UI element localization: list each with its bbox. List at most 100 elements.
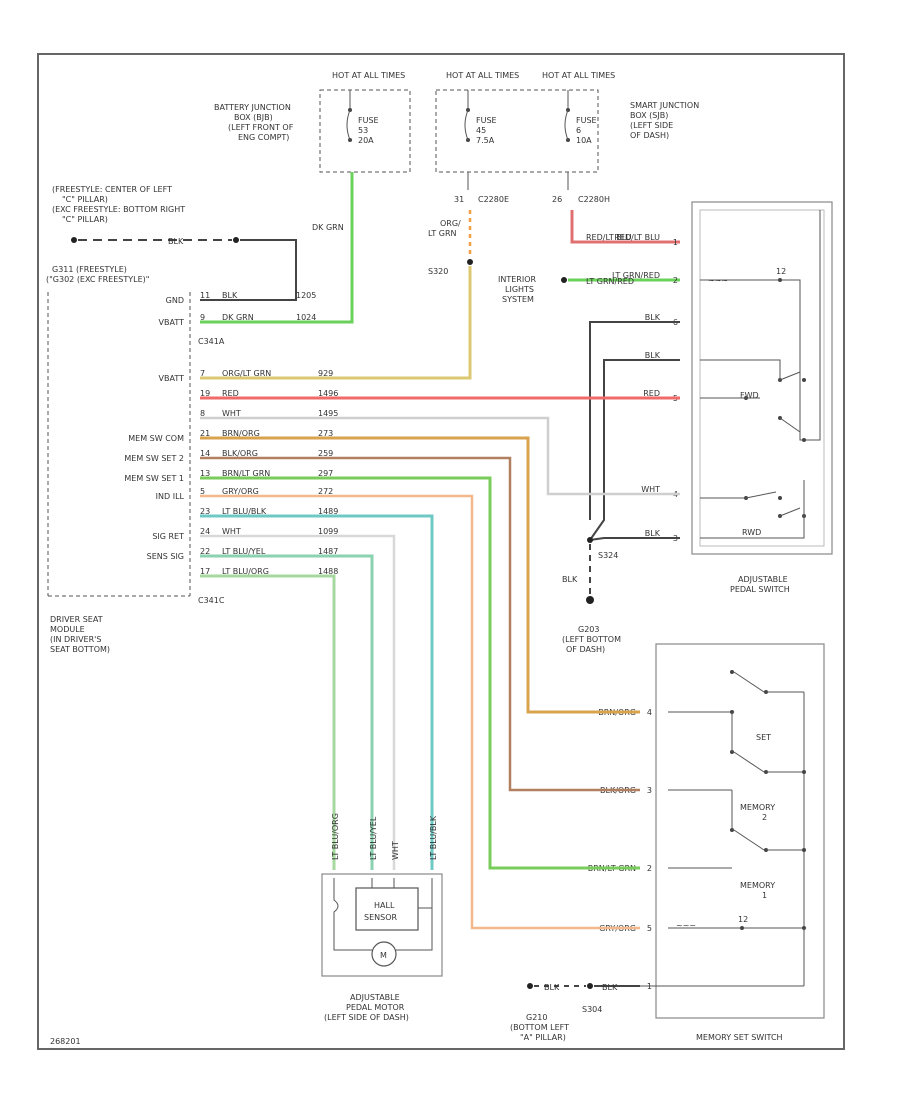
module-pin-label: MEM SW SET 1 [124,474,184,483]
module-ground-conn-1: G311 (FREESTYLE) [52,265,127,274]
smart-junction-box: HOT AT ALL TIMES HOT AT ALL TIMES FUSE 4… [435,71,699,204]
g203-label-2: (LEFT BOTTOM [562,635,621,644]
pedal-pin-color: WHT [641,485,660,494]
module-name-2: MODULE [50,625,85,634]
pedal-pin-color: LT GRN/RED [612,271,660,280]
g210-label-1: G210 [526,1013,547,1022]
pedal-switch-name-2: PEDAL SWITCH [730,585,790,594]
module-pin-color: BRN/ORG [222,429,260,438]
adjustable-pedal-motor: HALL SENSOR M ADJUSTABLE PEDAL MOTOR (LE… [321,813,443,1022]
memory-set-label: SET [756,733,771,742]
motor-wire-4: LT BLU/BLK [429,815,438,860]
wire-blk-pedal [589,359,680,541]
splice-s304 [587,983,593,989]
module-pin-circuit: 1099 [318,527,338,536]
module-pin-circuit: 273 [318,429,333,438]
hot-at-all-times-label-1: HOT AT ALL TIMES [332,71,405,80]
module-pin-number: 11 [200,291,210,300]
module-pin-circuit: 1488 [318,567,338,576]
module-pin-number: 22 [200,547,210,556]
module-ground-conn-2: ("G302 (EXC FREESTYLE)" [46,275,149,284]
diagram-frame [37,53,845,1050]
module-pin-color: DK GRN [222,313,254,322]
motor-wire-2: LT BLU/YEL [369,816,378,860]
pedal-switch-fwd: FWD [740,391,759,400]
motor-name-1: ADJUSTABLE [350,993,400,1002]
module-pin-number: 19 [200,389,210,398]
module-pin-label: VBATT [159,374,185,383]
sjb-label-4: OF DASH) [630,131,669,140]
hall-sensor-1: HALL [374,901,395,910]
fuse-45-rating: 7.5A [476,136,495,145]
g203-label-1: G203 [578,625,599,634]
wire-org-label-1: ORG/ [440,219,461,228]
motor-wire-3: WHT [391,841,400,860]
module-pin-circuit: 1487 [318,547,338,556]
fuse-53-label: FUSE [358,116,379,125]
battery-junction-box: HOT AT ALL TIMES FUSE 53 20A BATTERY JUN… [214,71,411,173]
module-pin-number: 24 [200,527,210,536]
hot-at-all-times-label-2: HOT AT ALL TIMES [446,71,519,80]
module-pin-color: GRY/ORG [222,487,259,496]
fuse-6-number: 6 [576,126,581,135]
fuse-53-rating: 20A [358,136,374,145]
pedal-switch-rwd: RWD [742,528,761,537]
svg-text:~~~: ~~~ [676,921,696,930]
module-pin-color: BRN/LT GRN [222,469,270,478]
g210-label-2: (BOTTOM LEFT [510,1023,569,1032]
pin-26: 26 [552,195,562,204]
motor-wire-1: LT BLU/ORG [331,813,340,860]
module-pin-label: GND [166,296,184,305]
conn-c2280e: C2280E [478,195,509,204]
wire-lt-blu-org [200,574,336,870]
hot-at-all-times-label-3: HOT AT ALL TIMES [542,71,615,80]
pedal-pin-color: BLK [645,313,661,322]
fuse-53-number: 53 [358,126,368,135]
module-pin-number: 13 [200,469,210,478]
module-pin-label: SENS SIG [147,552,184,561]
wire-wht-1495 [200,416,680,496]
hall-sensor-2: SENSOR [364,913,397,922]
module-pin-circuit: 272 [318,487,333,496]
splice-s320 [467,259,473,265]
module-pin-circuit: 297 [318,469,333,478]
module-pin-color: BLK/ORG [222,449,258,458]
wire-blk-pedal-6 [589,321,680,520]
diagram-code: 268201 [50,1037,81,1046]
memory-pin-number: 3 [647,786,652,795]
memory-set-switch: MEMORY SET SWITCH SET MEMORY 2 MEMORY 1 … [588,643,825,1042]
ground-note-1: (FREESTYLE: CENTER OF LEFT [52,185,172,194]
module-pin-color: LT BLU/YEL [222,547,266,556]
module-pin-number: 14 [200,449,210,458]
module-pin-label: MEM SW SET 2 [124,454,184,463]
memory1-label-1: MEMORY [740,881,775,890]
pin-31: 31 [454,195,464,204]
bjb-label-1: BATTERY JUNCTION [214,103,291,112]
ground-wire-label: BLK [168,237,184,246]
splice-s324 [587,537,593,543]
module-pin-color: RED [222,389,239,398]
ground-note-4: "C" PILLAR) [62,215,108,224]
wire-gry-org [200,494,640,930]
wire-brn-lt-grn [200,476,640,870]
wire-blk-org [200,456,640,792]
memory-switch-name: MEMORY SET SWITCH [696,1033,783,1042]
pedal-pin-number: 1 [673,238,678,247]
wire-dk-grn [200,172,354,324]
wire-org-label-2: LT GRN [428,229,457,238]
conn-c2280h: C2280H [578,195,610,204]
module-pin-number: 17 [200,567,210,576]
module-pin-circuit: 1495 [318,409,338,418]
module-pin-label: IND ILL [156,492,185,501]
g203-label-3: OF DASH) [566,645,605,654]
module-name-1: DRIVER SEAT [50,615,103,624]
module-pin-number: 21 [200,429,210,438]
memory2-label-1: MEMORY [740,803,775,812]
wire-dk-grn-label: DK GRN [312,223,344,232]
module-name-3: (IN DRIVER'S [50,635,101,644]
driver-seat-module: C341A C341C DRIVER SEAT MODULE (IN DRIVE… [47,291,338,654]
ground-bottom-wire-b: BLK [602,983,618,992]
module-pin-color: WHT [222,527,241,536]
